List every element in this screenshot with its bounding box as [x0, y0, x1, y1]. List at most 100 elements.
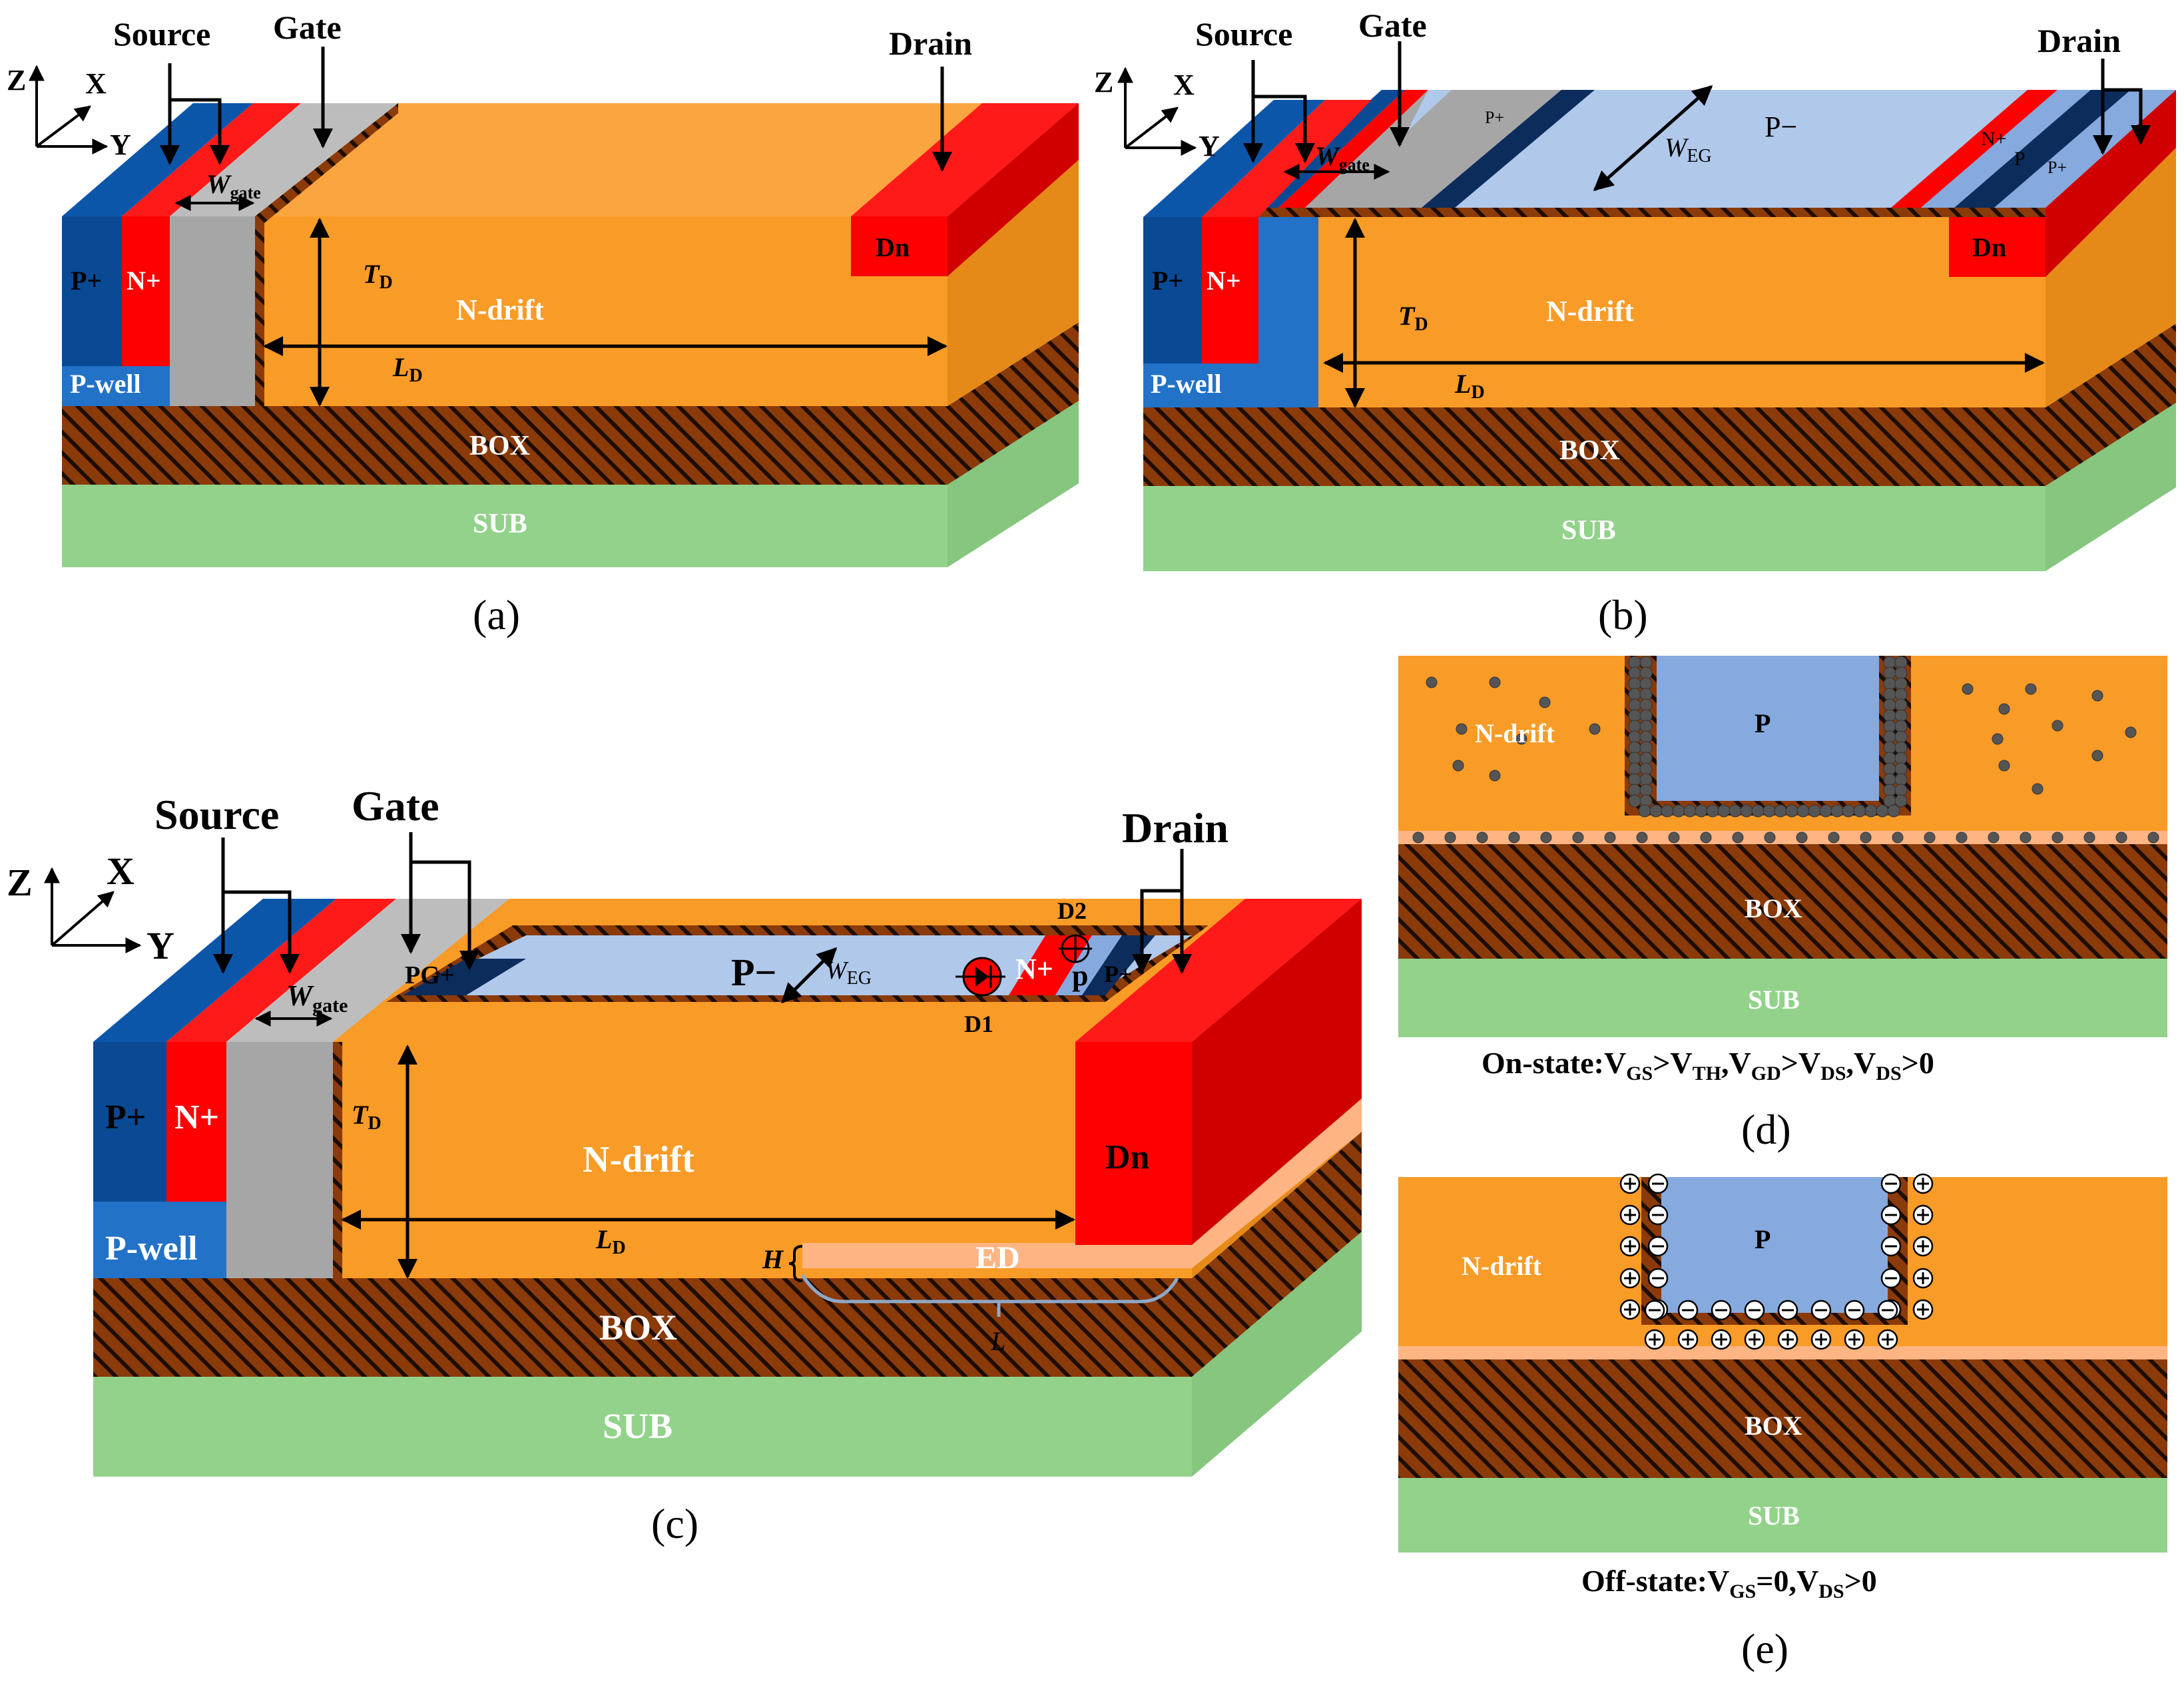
electron-dot [2025, 683, 2037, 695]
caption-b: (b) [1598, 591, 1648, 638]
positive-ion-icon [1619, 1299, 1641, 1320]
electron-dot [1864, 804, 1878, 818]
electron-dot [1830, 804, 1844, 818]
electron-dot [1572, 832, 1584, 843]
electron-dot [1639, 730, 1653, 744]
off-state-condition: Off-state:VGS=0,VDS>0 [1581, 1564, 1877, 1602]
drain-label: Drain [1122, 804, 1228, 851]
box-layer [62, 406, 948, 485]
p-well-region [93, 1202, 226, 1278]
electron-dot [1628, 752, 1641, 765]
positive-ion-icon [1844, 1329, 1865, 1350]
gate-region [226, 1042, 333, 1278]
caption-c: (c) [651, 1500, 698, 1547]
top-p-label: p [1072, 959, 1088, 992]
negative-ion-icon [1880, 1173, 1902, 1194]
p-plus-label: P+ [71, 266, 102, 296]
electron-dot [1998, 760, 2010, 772]
positive-ion-icon [1677, 1329, 1699, 1350]
positive-ion-icon [1619, 1236, 1641, 1257]
p-plus-label: P+ [105, 1098, 146, 1136]
n-plus-region [1202, 217, 1258, 363]
positive-ion-icon [1810, 1329, 1832, 1350]
electron-dot [1883, 730, 1896, 744]
electron-dot [1883, 709, 1896, 722]
electron-dot [2125, 726, 2137, 738]
electron-dot [1628, 666, 1641, 680]
electron-dot [1639, 677, 1653, 690]
sub-label: SUB [1748, 1501, 1800, 1531]
electron-dot [1764, 832, 1776, 843]
p-label: P [1755, 1224, 1771, 1254]
positive-ion-icon [1912, 1236, 1934, 1257]
wgate-label: Wgate [1315, 141, 1370, 174]
electron-dot [1808, 804, 1821, 818]
electron-dot [1456, 723, 1468, 735]
electron-dot [1628, 709, 1641, 722]
electron-dot [1452, 760, 1464, 772]
ld-label: LD [1454, 369, 1485, 403]
electron-dot [2091, 750, 2103, 762]
negative-ion-icon [1810, 1300, 1832, 1321]
electron-dot [1883, 752, 1896, 765]
electron-dot [1695, 804, 1708, 818]
axis-y-label: Y [1199, 130, 1220, 162]
negative-ion-icon [1644, 1300, 1665, 1321]
on-state-condition: On-state:VGS>VTH,VGD>VDS,VDS>0 [1482, 1046, 1934, 1084]
panel-a: Z X Y Source Gate Drain P+ N+ P-well Dn … [7, 9, 1079, 638]
n-drift-region [1318, 217, 2046, 407]
box-label: BOX [1745, 1411, 1802, 1441]
p-plus-label: P+ [1152, 266, 1183, 296]
top-n-plus-label: N+ [1981, 128, 2007, 150]
electron-dot [1412, 832, 1424, 843]
box-layer [93, 1278, 1192, 1377]
electron-dot [1894, 688, 1908, 701]
n-plus-region [122, 216, 170, 366]
electron-dot [1819, 804, 1832, 818]
electron-dot [1639, 773, 1653, 786]
source-label: Source [154, 791, 279, 838]
n-plus-label: N+ [174, 1098, 219, 1136]
negative-ion-icon [1877, 1300, 1898, 1321]
dn-region [1075, 1042, 1192, 1245]
electron-dot [1763, 804, 1776, 818]
ld-label: LD [392, 352, 423, 386]
td-label: TD [352, 1100, 382, 1134]
electron-dot [1628, 677, 1641, 690]
electron-dot [1860, 832, 1872, 843]
electron-dot [1998, 703, 2010, 715]
top-p-plus-label: P+ [1485, 108, 1504, 127]
gate-region [170, 216, 255, 406]
electron-dot [1732, 832, 1744, 843]
electron-dot [2032, 783, 2044, 795]
electron-dot [1751, 804, 1765, 818]
electron-dot [1740, 804, 1753, 818]
electron-dot [1774, 804, 1787, 818]
electron-dot [1894, 677, 1908, 690]
top-p-plus-label: P+ [1104, 961, 1133, 987]
dn-region [851, 216, 948, 276]
electron-dot [1883, 784, 1896, 797]
drain-label: Drain [889, 25, 972, 62]
electron-dot [1444, 832, 1456, 843]
axis-x-label: X [1173, 69, 1195, 101]
electron-dot [1683, 804, 1697, 818]
electron-dot [1887, 804, 1900, 818]
n-drift-label: N-drift [1475, 718, 1555, 748]
electron-carriers [1412, 656, 2159, 843]
negative-ion-icon [1777, 1300, 1798, 1321]
electron-dot [1426, 676, 1438, 688]
electron-dot [1894, 698, 1908, 712]
electron-dot [1639, 720, 1653, 733]
p-minus-label: P− [731, 951, 776, 994]
electron-dot [1956, 832, 1968, 843]
sub-label: SUB [1748, 985, 1800, 1015]
electron-dot [1988, 832, 2000, 843]
n-plus-label: N+ [127, 266, 161, 296]
electron-dot [1489, 770, 1501, 782]
n-drift-region [255, 216, 948, 406]
positive-ion-icon [1619, 1204, 1641, 1226]
electron-dot [1894, 656, 1908, 669]
p-region [1661, 1177, 1888, 1313]
